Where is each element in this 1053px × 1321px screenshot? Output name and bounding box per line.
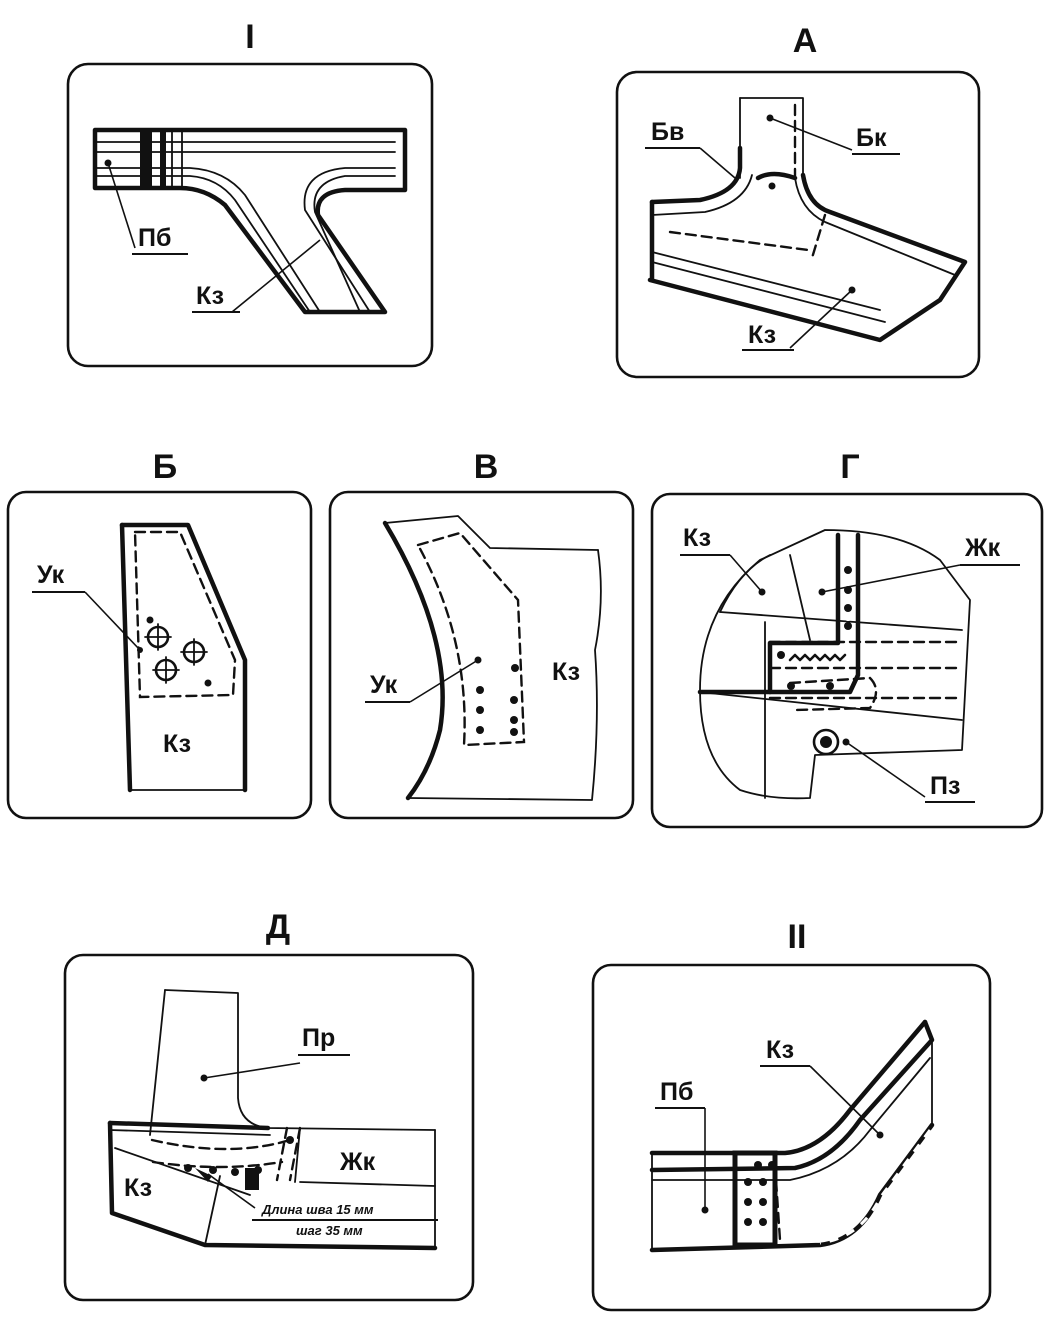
weld-dots: [777, 566, 852, 690]
reinforcement-drawing: [119, 522, 248, 793]
svg-text:Кз: Кз: [748, 321, 776, 349]
label-uk: Ук: [365, 656, 482, 703]
label-kz: Кз: [680, 524, 766, 596]
label-pb: Пб: [104, 159, 188, 255]
panel-title-G: Г: [840, 448, 859, 486]
label-kz: Кз: [552, 658, 580, 686]
label-pz: Пз: [842, 738, 975, 803]
panel-title-II: II: [788, 918, 807, 956]
reinforcement-drawing: [382, 515, 602, 801]
label-pr: Пр: [200, 1024, 350, 1082]
label-kz: Кз: [124, 1174, 152, 1202]
svg-text:Жк: Жк: [964, 534, 1001, 562]
member-to-sill-drawing: [649, 1019, 935, 1253]
label-kz: Кз: [760, 1036, 884, 1139]
panel-title-I: I: [245, 18, 254, 56]
svg-text:Пб: Пб: [138, 224, 171, 252]
svg-text:Кз: Кз: [766, 1036, 794, 1064]
panel-title-B: Б: [153, 448, 177, 486]
panel-title-A: А: [793, 22, 818, 60]
svg-text:Кз: Кз: [683, 524, 711, 552]
svg-text:Кз: Кз: [196, 282, 224, 310]
weld-dots: [476, 664, 519, 736]
panel-frame-A: [615, 70, 981, 379]
svg-text:Пз: Пз: [930, 772, 960, 800]
label-zhk: Жк: [339, 1148, 376, 1176]
label-kz: Кз: [163, 730, 191, 758]
panel-V: В Ук Кз: [328, 448, 635, 820]
cable-grommet: [812, 728, 840, 756]
label-kz: Кз: [192, 239, 321, 313]
seam-pitch-note: шаг 35 мм: [296, 1223, 363, 1238]
weld-dots: [744, 1161, 776, 1226]
seam-note: Длина шва 15 мм шаг 35 мм: [207, 1173, 438, 1238]
svg-text:Ук: Ук: [370, 671, 398, 699]
svg-text:Пр: Пр: [302, 1024, 335, 1052]
panel-frame-II: [591, 963, 992, 1312]
stiffener-drawing: [697, 529, 971, 800]
panel-I: I Пб Кз: [66, 18, 434, 368]
panel-title-D: Д: [266, 908, 290, 946]
pillar-to-sill-drawing: [107, 989, 438, 1251]
weld-block: [140, 130, 152, 188]
label-uk: Ук: [32, 561, 143, 653]
svg-text:Бк: Бк: [856, 124, 887, 152]
panel-D: Д Пр: [63, 908, 475, 1302]
svg-text:Ук: Ук: [37, 561, 65, 589]
pillar-joint-drawing: [647, 97, 968, 343]
svg-text:Бв: Бв: [651, 118, 684, 146]
panel-frame-I: [66, 62, 434, 368]
label-bk: Бк: [766, 114, 900, 155]
weld-spot-markers: [144, 623, 208, 684]
svg-text:Пб: Пб: [660, 1078, 693, 1106]
label-kz: Кз: [742, 286, 856, 351]
panel-G: Г Кз: [650, 448, 1044, 829]
label-pb: Пб: [655, 1078, 709, 1214]
panel-frame-B: [6, 490, 313, 820]
label-zhk: Жк: [818, 534, 1020, 596]
panel-frame-V: [328, 490, 635, 820]
panel-B: Б Ук Кз: [6, 448, 313, 820]
panel-title-V: В: [474, 448, 499, 486]
panel-A: А Бв Бк: [615, 22, 981, 379]
sill-and-member-drawing: [92, 127, 408, 315]
label-bv: Бв: [645, 118, 736, 179]
panel-II: II Кз Пб: [591, 918, 992, 1312]
seam-length-note: Длина шва 15 мм: [261, 1202, 374, 1217]
